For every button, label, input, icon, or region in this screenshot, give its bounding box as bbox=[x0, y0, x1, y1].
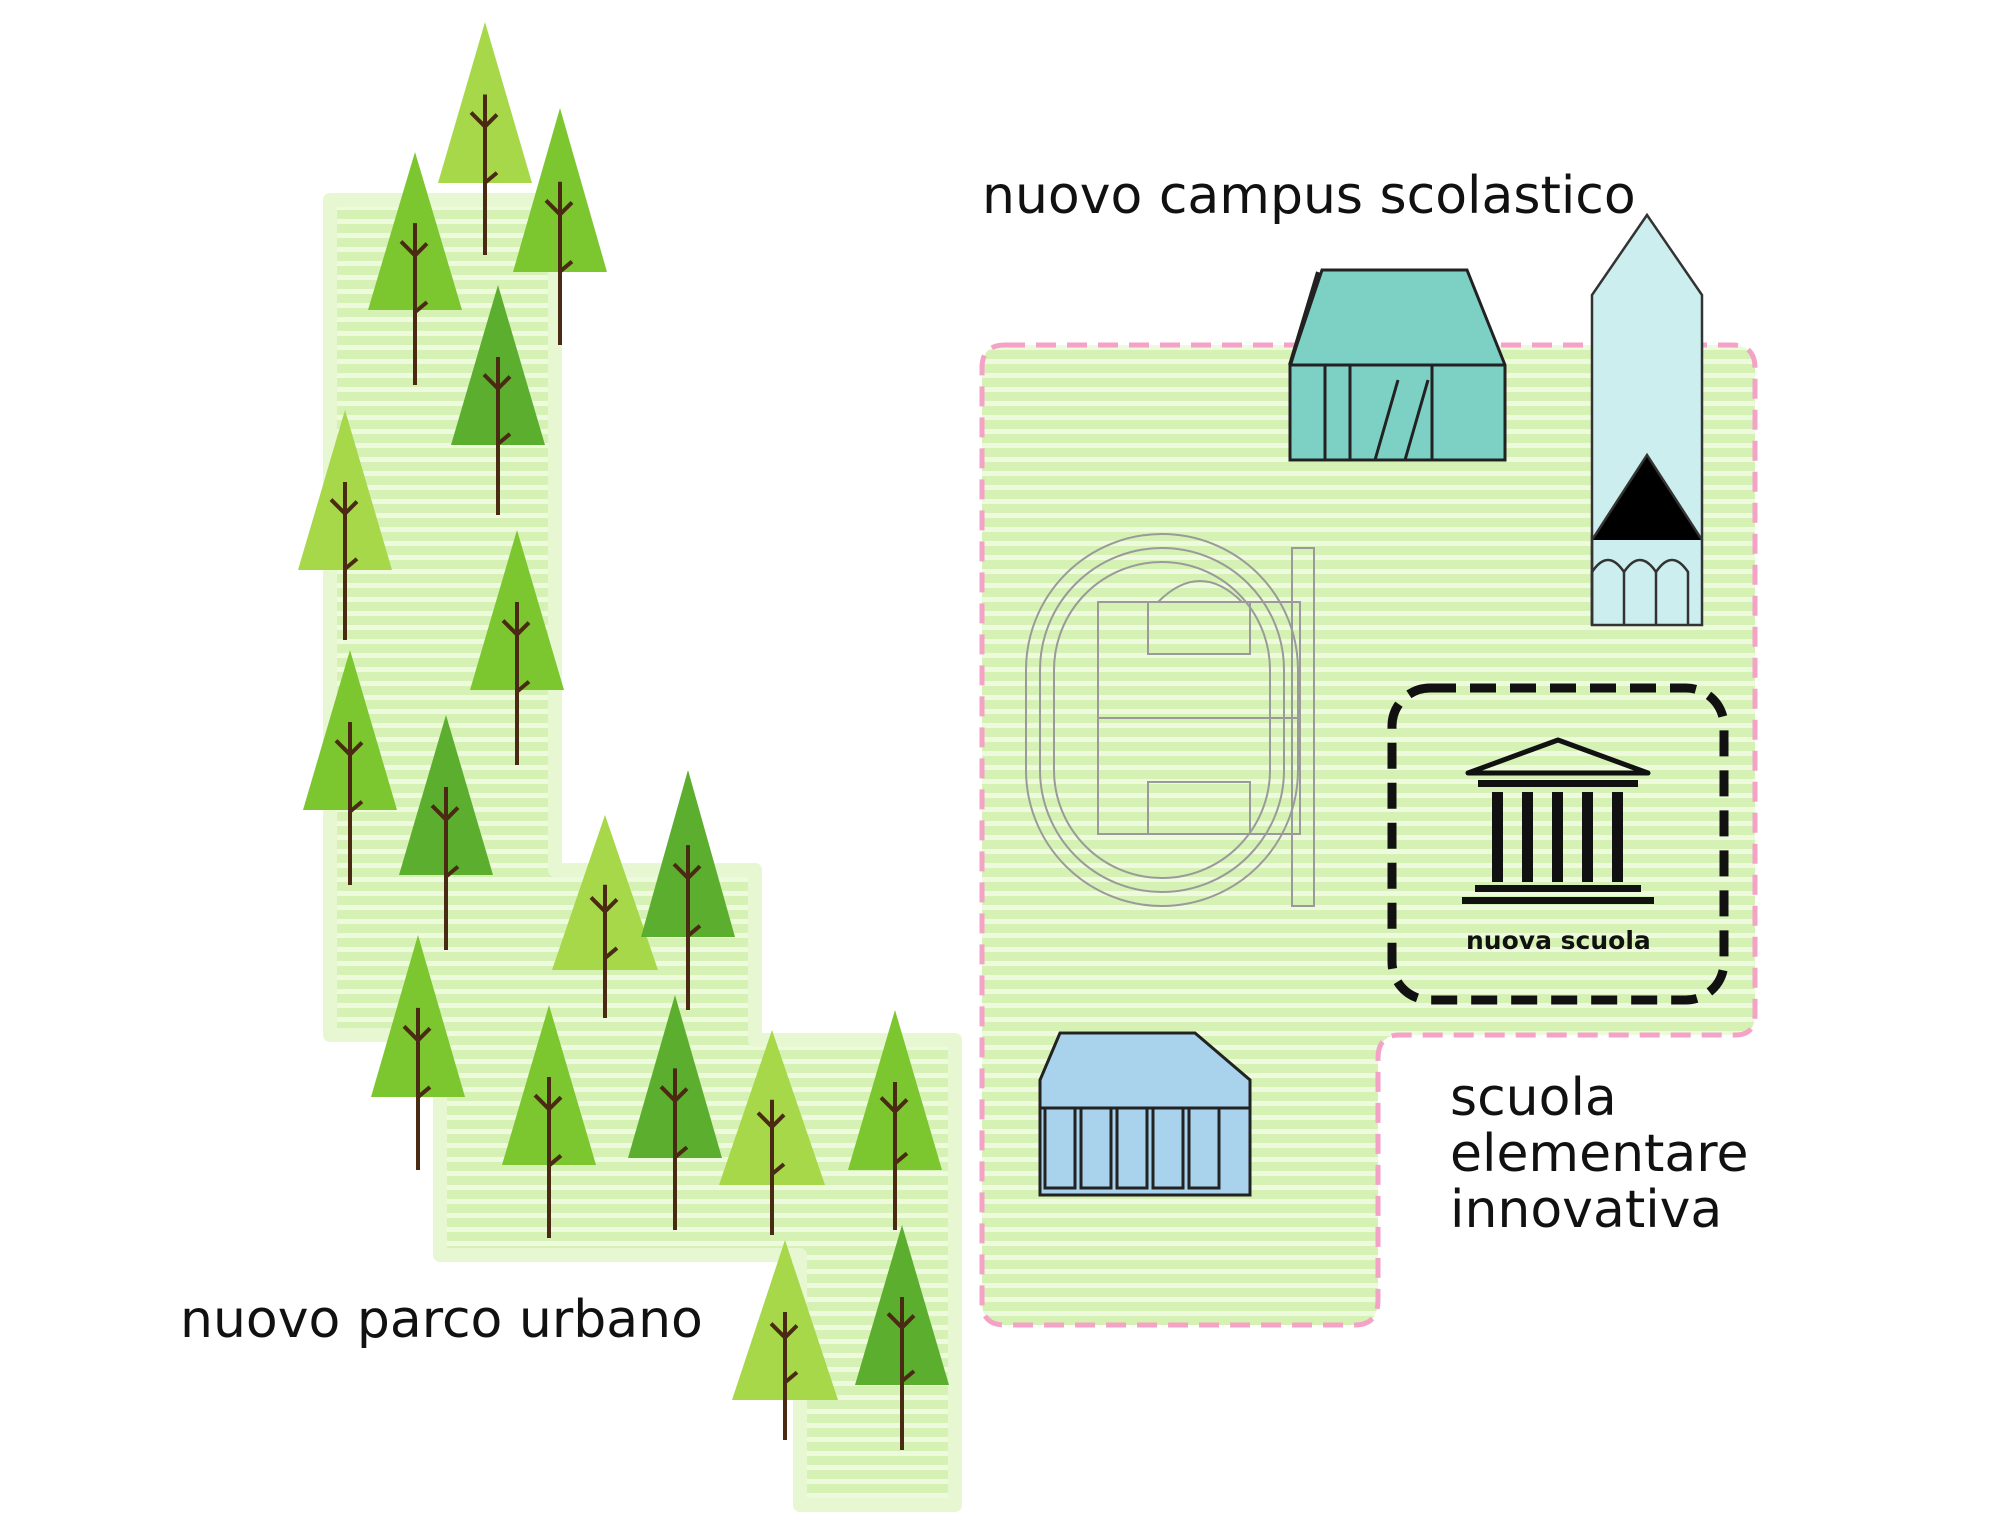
elementary-label-line: innovativa bbox=[1450, 1180, 1723, 1241]
classical-school-icon bbox=[1462, 737, 1654, 904]
forest bbox=[298, 22, 949, 1450]
building-icon bbox=[1038, 1031, 1252, 1197]
new-school-label: nuova scuola bbox=[1466, 926, 1651, 955]
tree-icon bbox=[628, 995, 722, 1230]
tree-icon bbox=[513, 108, 607, 345]
elementary-school-label: scuola elementare innovativa bbox=[1450, 1068, 1749, 1241]
tree-icon bbox=[732, 1240, 838, 1440]
tree-icon bbox=[298, 410, 392, 640]
campus-label: nuovo campus scolastico bbox=[982, 166, 1636, 226]
sports-field-icon bbox=[1025, 533, 1315, 907]
tree-icon bbox=[451, 285, 545, 515]
tree-icon bbox=[470, 530, 564, 765]
park-label: nuovo parco urbano bbox=[180, 1290, 703, 1350]
new-school-zone bbox=[1387, 683, 1729, 1005]
tree-icon bbox=[303, 650, 397, 885]
tree-icon bbox=[552, 815, 658, 1018]
tower-icon bbox=[1590, 212, 1704, 627]
tree-icon bbox=[641, 770, 735, 1010]
tree-icon bbox=[399, 715, 493, 950]
tree-icon bbox=[855, 1225, 949, 1450]
tree-icon bbox=[438, 22, 532, 255]
building-icon bbox=[1288, 268, 1507, 462]
tree-icon bbox=[719, 1030, 825, 1235]
elementary-label-line: scuola bbox=[1450, 1068, 1617, 1128]
tree-icon bbox=[848, 1010, 942, 1230]
tree-icon bbox=[368, 152, 462, 385]
elementary-label-line: elementare bbox=[1450, 1124, 1749, 1185]
tree-icon bbox=[371, 935, 465, 1170]
tree-icon bbox=[502, 1005, 596, 1238]
